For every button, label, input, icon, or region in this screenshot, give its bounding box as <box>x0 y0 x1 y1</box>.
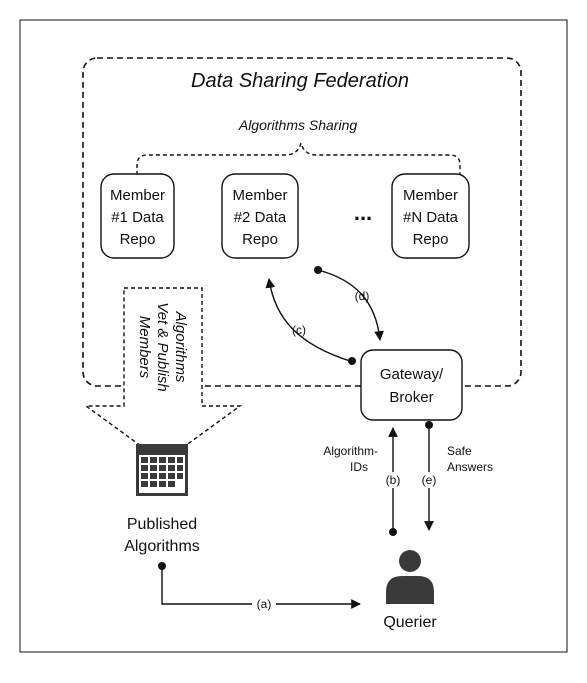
repo-n-line-2: #N Data <box>403 209 459 226</box>
algorithm-ids-line-2: IDs <box>350 460 368 474</box>
sharing-bracket <box>136 142 461 175</box>
safe-answers-line-2: Answers <box>447 460 493 474</box>
repo-2-line-3: Repo <box>242 231 278 248</box>
published-line-2: Algorithms <box>124 538 200 555</box>
vet-publish-arrow <box>83 287 243 463</box>
repo-1-line-2: #1 Data <box>111 209 164 226</box>
vet-line-2: Vet & Publish <box>154 302 171 392</box>
repo-box-1[interactable]: Member #1 Data Repo <box>100 173 175 259</box>
vet-line-3: Algorithms <box>172 311 189 383</box>
gateway-box[interactable]: Gateway/ Broker <box>360 349 463 421</box>
algorithm-ids-line-1: Algorithm- <box>323 444 378 458</box>
repo-n-line-1: Member <box>403 187 458 204</box>
flow-c-label: (c) <box>292 323 306 337</box>
published-line-1: Published <box>127 516 197 533</box>
flow-a-label: (a) <box>257 597 272 611</box>
person-icon[interactable] <box>386 550 434 604</box>
sharing-label: Algorithms Sharing <box>238 117 357 133</box>
repo-box-2[interactable]: Member #2 Data Repo <box>221 173 299 259</box>
safe-answers-line-1: Safe <box>447 444 472 458</box>
flow-d-arrow <box>317 269 384 341</box>
outer-frame <box>19 19 568 653</box>
vet-line-1: Members <box>136 316 153 379</box>
flow-c-dot <box>348 357 356 365</box>
flow-b-label-bg <box>382 472 404 488</box>
flow-a-label-bg <box>252 596 276 612</box>
repo-1-line-3: Repo <box>120 231 156 248</box>
flow-b-label: (b) <box>386 473 401 487</box>
gateway-line-2: Broker <box>389 389 433 406</box>
repo-1-line-1: Member <box>110 187 165 204</box>
repo-2-line-2: #2 Data <box>234 209 287 226</box>
repo-n-line-3: Repo <box>413 231 449 248</box>
federation-title: Data Sharing Federation <box>191 70 409 92</box>
gateway-line-1: Gateway/ <box>380 366 444 383</box>
flow-e-label: (e) <box>422 473 437 487</box>
federation-region <box>82 57 522 387</box>
flow-c-arrow <box>265 278 351 362</box>
repo-2-line-1: Member <box>232 187 287 204</box>
flow-a-arrow <box>161 566 361 609</box>
flow-d-dot <box>314 266 322 274</box>
querier-label: Querier <box>383 614 437 631</box>
repos-ellipsis: ... <box>354 200 372 225</box>
flow-d-label: (d) <box>355 289 370 303</box>
repo-box-n[interactable]: Member #N Data Repo <box>391 173 470 259</box>
flow-e-label-bg <box>418 472 440 488</box>
calendar-icon[interactable] <box>136 444 188 496</box>
